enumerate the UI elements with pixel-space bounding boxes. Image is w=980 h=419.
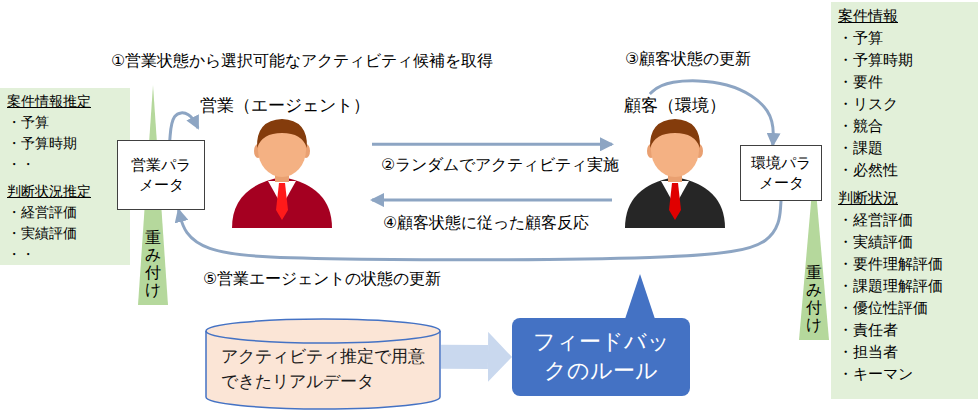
- panel-heading: 判断状況: [838, 187, 971, 209]
- state-panel: 案件情報・予算・予算時期・要件・リスク・競合・課題・必然性判断状況・経営評価・実…: [831, 2, 978, 399]
- triangle-fill: [138, 85, 168, 305]
- agent-figure: 営業（エージェント）: [198, 94, 372, 230]
- flow-arrow: [179, 201, 781, 260]
- node-text: ・要件理解評価: [838, 253, 971, 275]
- parameter-box: 環境パラメータ: [740, 145, 822, 201]
- database-cylinder: アクティビティ推定で用意できたリアルデータ: [205, 318, 441, 410]
- node-text: 重み付け: [145, 229, 161, 299]
- node-text: 重み付け: [806, 264, 822, 334]
- rule-callout: フィードバックのルール: [512, 318, 690, 396]
- node-text: ・課題: [838, 137, 971, 159]
- node-text: 顧客（環境）: [612, 94, 738, 116]
- node-text: ・担当者: [838, 341, 971, 363]
- node-text: ・キーマン: [838, 363, 971, 385]
- person-body: [625, 177, 725, 228]
- edge-label: ①営業状態から選択可能なアクティビティ候補を取得: [108, 50, 496, 72]
- vertical-text-holder: 重み付け: [138, 229, 168, 299]
- node-text: ・経営評価: [7, 202, 123, 223]
- callout-pointer: [624, 274, 656, 322]
- person-tie: [669, 183, 681, 220]
- person-hair: [257, 119, 307, 148]
- triangle-fill: [799, 168, 829, 340]
- cylinder-body: [206, 319, 440, 409]
- node-text: ・経営評価: [838, 209, 971, 231]
- person-hair: [650, 119, 700, 148]
- panel-heading: 判断状況推定: [7, 181, 123, 202]
- node-text: ・・: [7, 154, 123, 175]
- node-text: ・実績評価: [838, 231, 971, 253]
- flow-arrow: [372, 199, 612, 202]
- node-text: ・課題理解評価: [838, 275, 971, 297]
- edge-label: ③顧客状態の更新: [622, 48, 754, 70]
- node-text: ・要件: [838, 71, 971, 93]
- node-text: ・・: [7, 244, 123, 265]
- node-text: ・実績評価: [7, 223, 123, 244]
- node-text: 営業（エージェント）: [198, 94, 372, 116]
- estimate-panel: 案件情報推定・予算・予算時期・・判断状況推定・経営評価・実績評価・・: [0, 88, 130, 265]
- node-text: ・優位性評価: [838, 297, 971, 319]
- edge-label: ②ランダムでアクティビティ実施: [378, 154, 622, 176]
- edge-label: ⑤営業エージェントの状態の更新: [200, 268, 444, 290]
- node-text: ・予算: [7, 112, 123, 133]
- node-text: ・予算時期: [838, 49, 971, 71]
- cylinder-rim: [206, 331, 440, 343]
- node-text: ・予算: [838, 27, 971, 49]
- environment-figure: 顧客（環境）: [612, 94, 738, 230]
- panel-heading: 案件情報推定: [7, 91, 123, 112]
- customer-person-figure: [625, 119, 725, 228]
- node-text: ・必然性: [838, 159, 971, 181]
- node-text: 環境パラメータ: [747, 153, 815, 194]
- node-text: フィードバックのルール: [522, 328, 680, 385]
- sales-person-figure: [232, 119, 332, 228]
- edge-label: ④顧客状態に従った顧客反応: [380, 212, 592, 234]
- node-text: ・競合: [838, 115, 971, 137]
- node-text: ・責任者: [838, 319, 971, 341]
- node-text: ・リスク: [838, 93, 971, 115]
- parameter-box: 営業パラメータ: [117, 140, 205, 210]
- panel-heading: 案件情報: [838, 5, 971, 27]
- node-text: アクティビティ推定で用意できたリアルデータ: [221, 344, 425, 393]
- node-text: 営業パラメータ: [124, 155, 198, 196]
- flow-arrow: [372, 143, 612, 146]
- node-text: ・予算時期: [7, 133, 123, 154]
- flow-arrow: [170, 113, 198, 140]
- person-body: [232, 177, 332, 228]
- block-arrow: [441, 345, 488, 369]
- vertical-text-holder: 重み付け: [799, 264, 829, 334]
- person-tie: [276, 183, 288, 220]
